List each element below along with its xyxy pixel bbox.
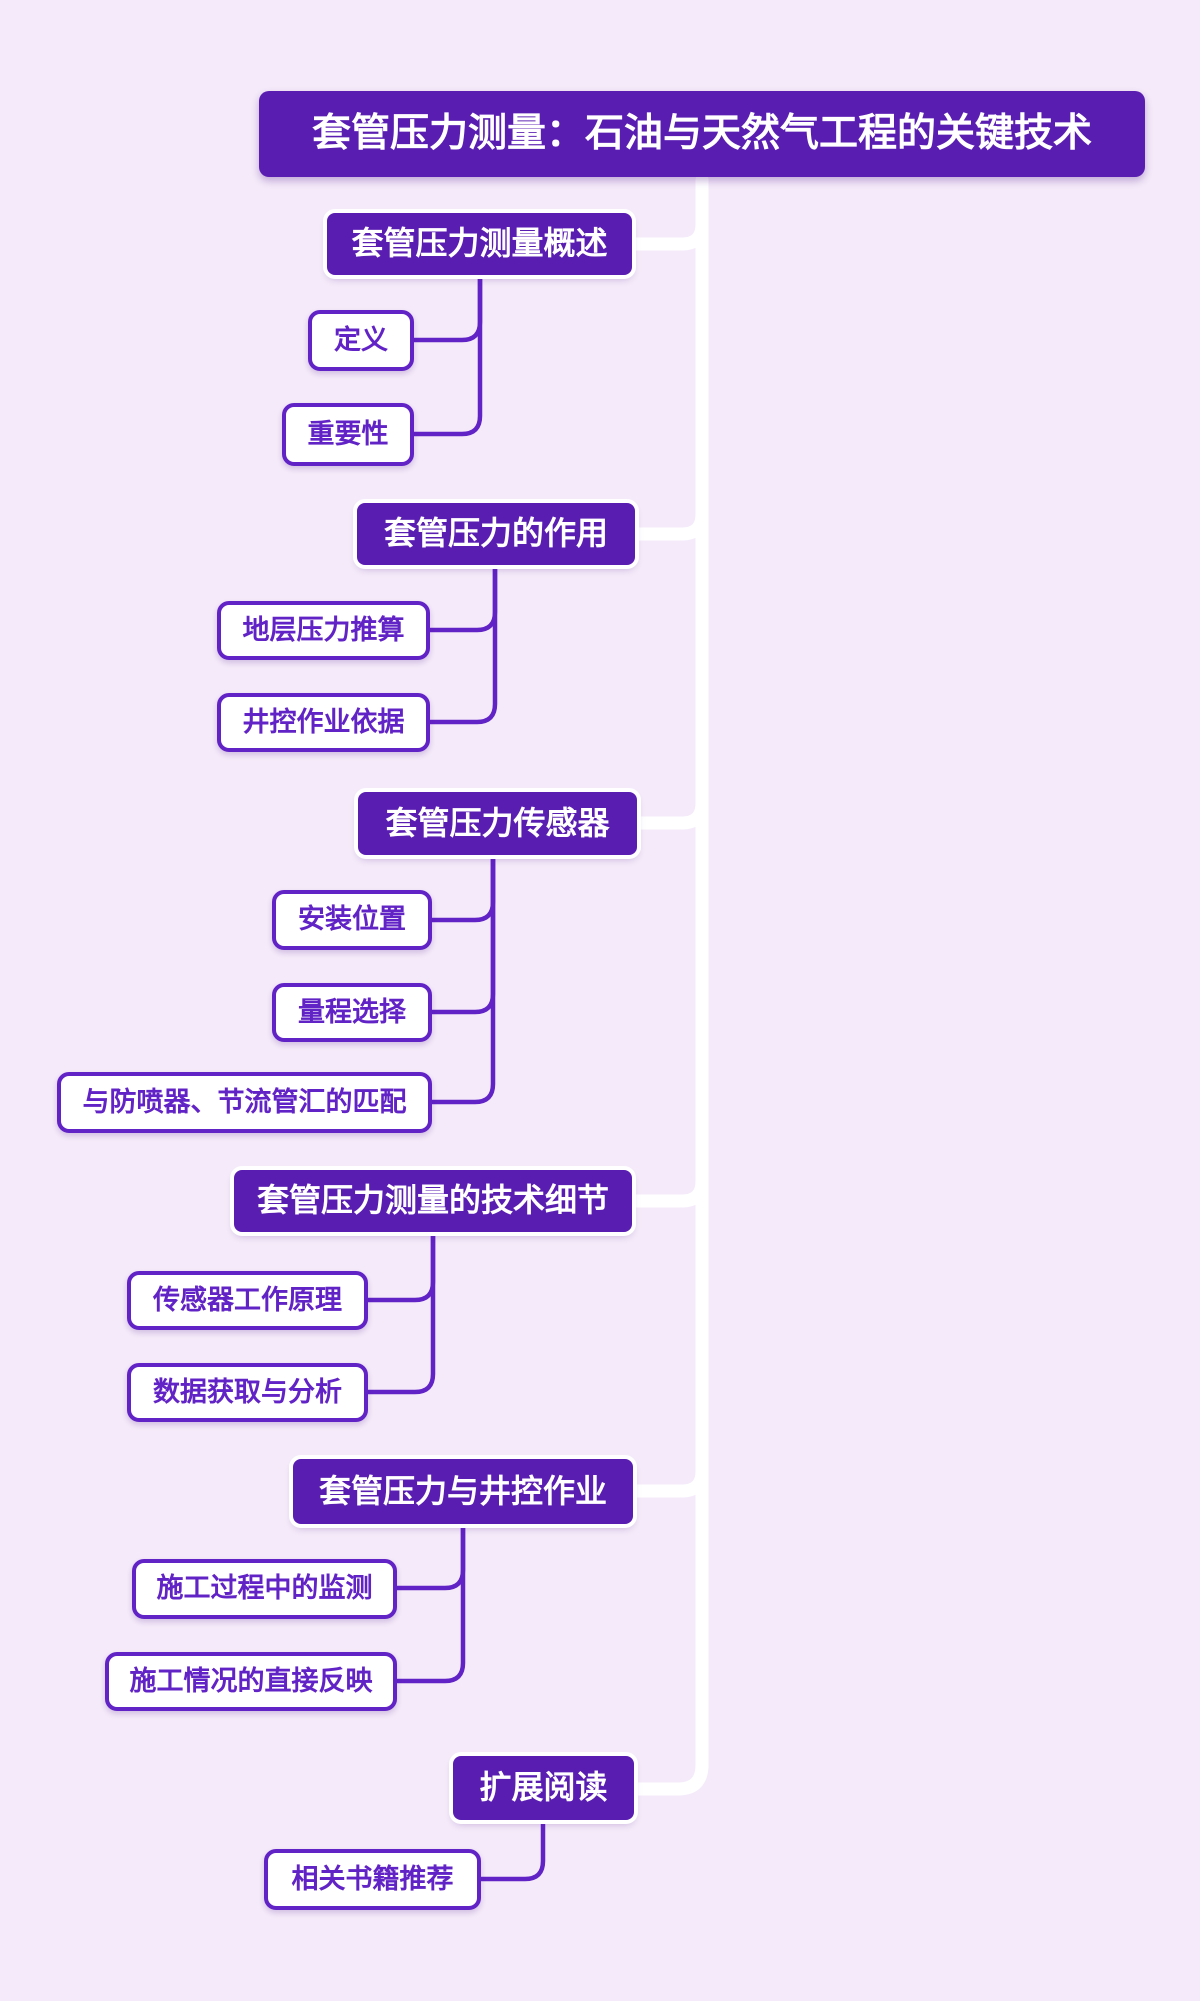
topic-sensor-working-principle[interactable]: 传感器工作原理: [127, 1271, 368, 1330]
topic-construction-monitoring[interactable]: 施工过程中的监测: [132, 1559, 397, 1619]
connector-data-acquisition: [357, 1223, 436, 1395]
connector-book-recommendations: [470, 1812, 546, 1882]
branch-further-reading[interactable]: 扩展阅读: [453, 1756, 634, 1820]
branch-5-connector: [620, 1464, 709, 1498]
topic-book-recommendations[interactable]: 相关书籍推荐: [264, 1849, 481, 1910]
topic-well-control-basis[interactable]: 井控作业依据: [217, 693, 430, 752]
connector-formation-pressure: [421, 557, 498, 633]
connector-importance: [403, 267, 483, 437]
connector-bop-matching: [421, 847, 496, 1105]
branch-overview[interactable]: 套管压力测量概述: [327, 213, 632, 275]
connector-installation-position: [421, 847, 496, 923]
root-topic-casing-pressure-measurement[interactable]: 套管压力测量：石油与天然气工程的关键技术: [259, 91, 1145, 177]
branch-technical-details[interactable]: 套管压力测量的技术细节: [234, 1170, 632, 1232]
branch-1-connector: [619, 193, 709, 251]
topic-definition[interactable]: 定义: [308, 310, 414, 371]
connector-sensor-principle: [357, 1223, 436, 1303]
branch-role-of-casing-pressure[interactable]: 套管压力的作用: [357, 503, 635, 565]
branch-casing-pressure-sensor[interactable]: 套管压力传感器: [358, 792, 637, 855]
topic-importance[interactable]: 重要性: [282, 403, 414, 466]
spine-connector: [623, 173, 709, 1796]
connector-construction-monitoring: [387, 1515, 466, 1591]
branch-3-connector: [624, 796, 709, 830]
topic-formation-pressure-estimation[interactable]: 地层压力推算: [217, 601, 430, 660]
branch-4-connector: [619, 1174, 709, 1208]
connector-range-selection: [421, 847, 496, 1015]
branch-2-connector: [622, 507, 709, 541]
branch-well-control-operations[interactable]: 套管压力与井控作业: [293, 1459, 633, 1524]
topic-range-selection[interactable]: 量程选择: [272, 983, 432, 1042]
connector-status-reflection: [387, 1515, 466, 1684]
topic-data-acquisition-analysis[interactable]: 数据获取与分析: [127, 1363, 368, 1422]
topic-installation-position[interactable]: 安装位置: [272, 890, 432, 950]
connector-definition: [405, 267, 483, 343]
topic-construction-status-reflection[interactable]: 施工情况的直接反映: [105, 1652, 397, 1711]
topic-bop-choke-manifold-matching[interactable]: 与防喷器、节流管汇的匹配: [57, 1072, 432, 1133]
connector-well-control-basis: [421, 557, 498, 725]
